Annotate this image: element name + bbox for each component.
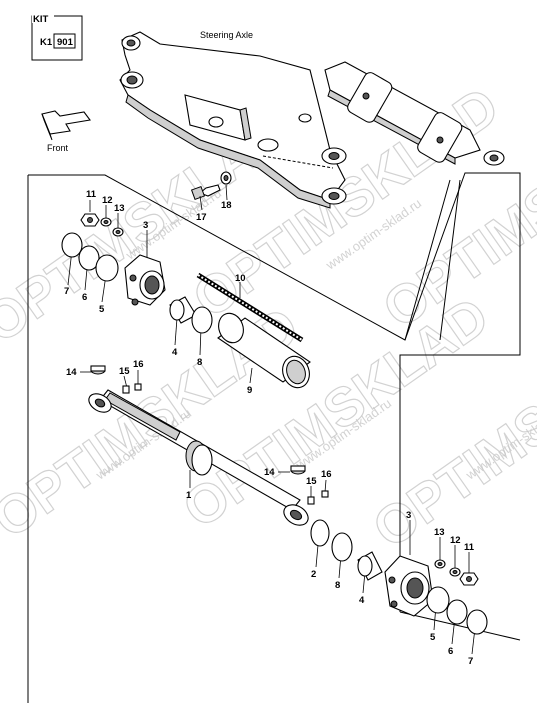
oring-2	[310, 519, 330, 547]
callout-11: 11	[86, 189, 97, 200]
callout-9: 9	[247, 385, 252, 396]
callout-8: 8	[335, 580, 340, 591]
seal-5-lower	[426, 586, 450, 614]
tie-rod-10	[196, 272, 304, 343]
frame-line	[399, 611, 521, 641]
callout-10: 10	[235, 273, 246, 284]
callout-15: 15	[119, 366, 130, 377]
callout-8: 8	[197, 357, 202, 368]
washer-18	[220, 171, 232, 185]
front-caption: Front	[47, 143, 69, 153]
callout-18: 18	[221, 200, 232, 211]
seal-5-upper	[95, 254, 119, 282]
oring-6-upper	[78, 245, 100, 271]
callout-7: 7	[468, 656, 473, 667]
seal-7-lower	[466, 609, 488, 635]
washer-13-upper	[112, 227, 124, 237]
grease-cap-14-lower	[290, 465, 306, 475]
frame-line	[28, 172, 521, 612]
callout-13: 13	[114, 203, 125, 214]
callout-17: 17	[196, 212, 207, 223]
kit-title: KIT	[33, 14, 49, 25]
gland-3-lower	[384, 555, 434, 617]
callout-12: 12	[450, 535, 461, 546]
washer-12-lower	[449, 567, 461, 577]
callout-16: 16	[321, 469, 332, 480]
bolt-17	[190, 184, 221, 201]
callout-2: 2	[311, 569, 316, 580]
callout-3: 3	[406, 510, 411, 521]
screw-16-lower	[321, 490, 329, 498]
kit-box: KIT K1 901	[31, 14, 83, 61]
steering-axle: Steering Axle	[119, 30, 505, 209]
callout-4: 4	[359, 595, 365, 606]
callout-12: 12	[102, 195, 113, 206]
bushing-4-upper	[169, 296, 197, 324]
callout-3: 3	[143, 220, 148, 231]
callout-7: 7	[64, 286, 69, 297]
nut-11-upper	[80, 213, 100, 227]
tube-9	[217, 312, 311, 389]
gland-3-upper	[124, 254, 166, 306]
oring-8-lower	[331, 532, 353, 562]
cylinder-rod-1	[88, 389, 309, 526]
callout-4: 4	[172, 347, 178, 358]
callout-1: 1	[186, 490, 192, 501]
screw-16-upper	[134, 383, 142, 391]
callout-5: 5	[99, 304, 105, 315]
nut-11-lower	[459, 572, 479, 586]
callout-15: 15	[306, 476, 317, 487]
grease-cap-14-upper	[90, 365, 106, 375]
seal-7-upper	[61, 232, 83, 258]
kit-code-number: 901	[57, 37, 74, 48]
callout-16: 16	[133, 359, 144, 370]
washer-13-lower	[434, 559, 446, 569]
callout-11: 11	[464, 542, 475, 553]
grease-fitting-15-upper	[122, 385, 130, 394]
kit-code-prefix: K1	[40, 37, 53, 48]
callout-labels: 11 12 13 3 7 6 5 17 18 10 4 8 9 14 15 16…	[64, 189, 475, 667]
callout-13: 13	[434, 527, 445, 538]
callout-6: 6	[448, 646, 453, 657]
steering-axle-caption: Steering Axle	[200, 30, 253, 40]
bushing-4-lower	[357, 551, 383, 581]
grease-fitting-15-lower	[307, 496, 315, 505]
callout-14: 14	[66, 367, 77, 378]
front-arrow: Front	[41, 110, 91, 153]
washer-12-upper	[100, 217, 112, 227]
frame-line	[404, 179, 461, 341]
oring-6-lower	[446, 599, 468, 625]
callout-5: 5	[430, 632, 436, 643]
callout-6: 6	[82, 292, 87, 303]
oring-8-upper	[191, 306, 213, 334]
callout-14: 14	[264, 467, 275, 478]
